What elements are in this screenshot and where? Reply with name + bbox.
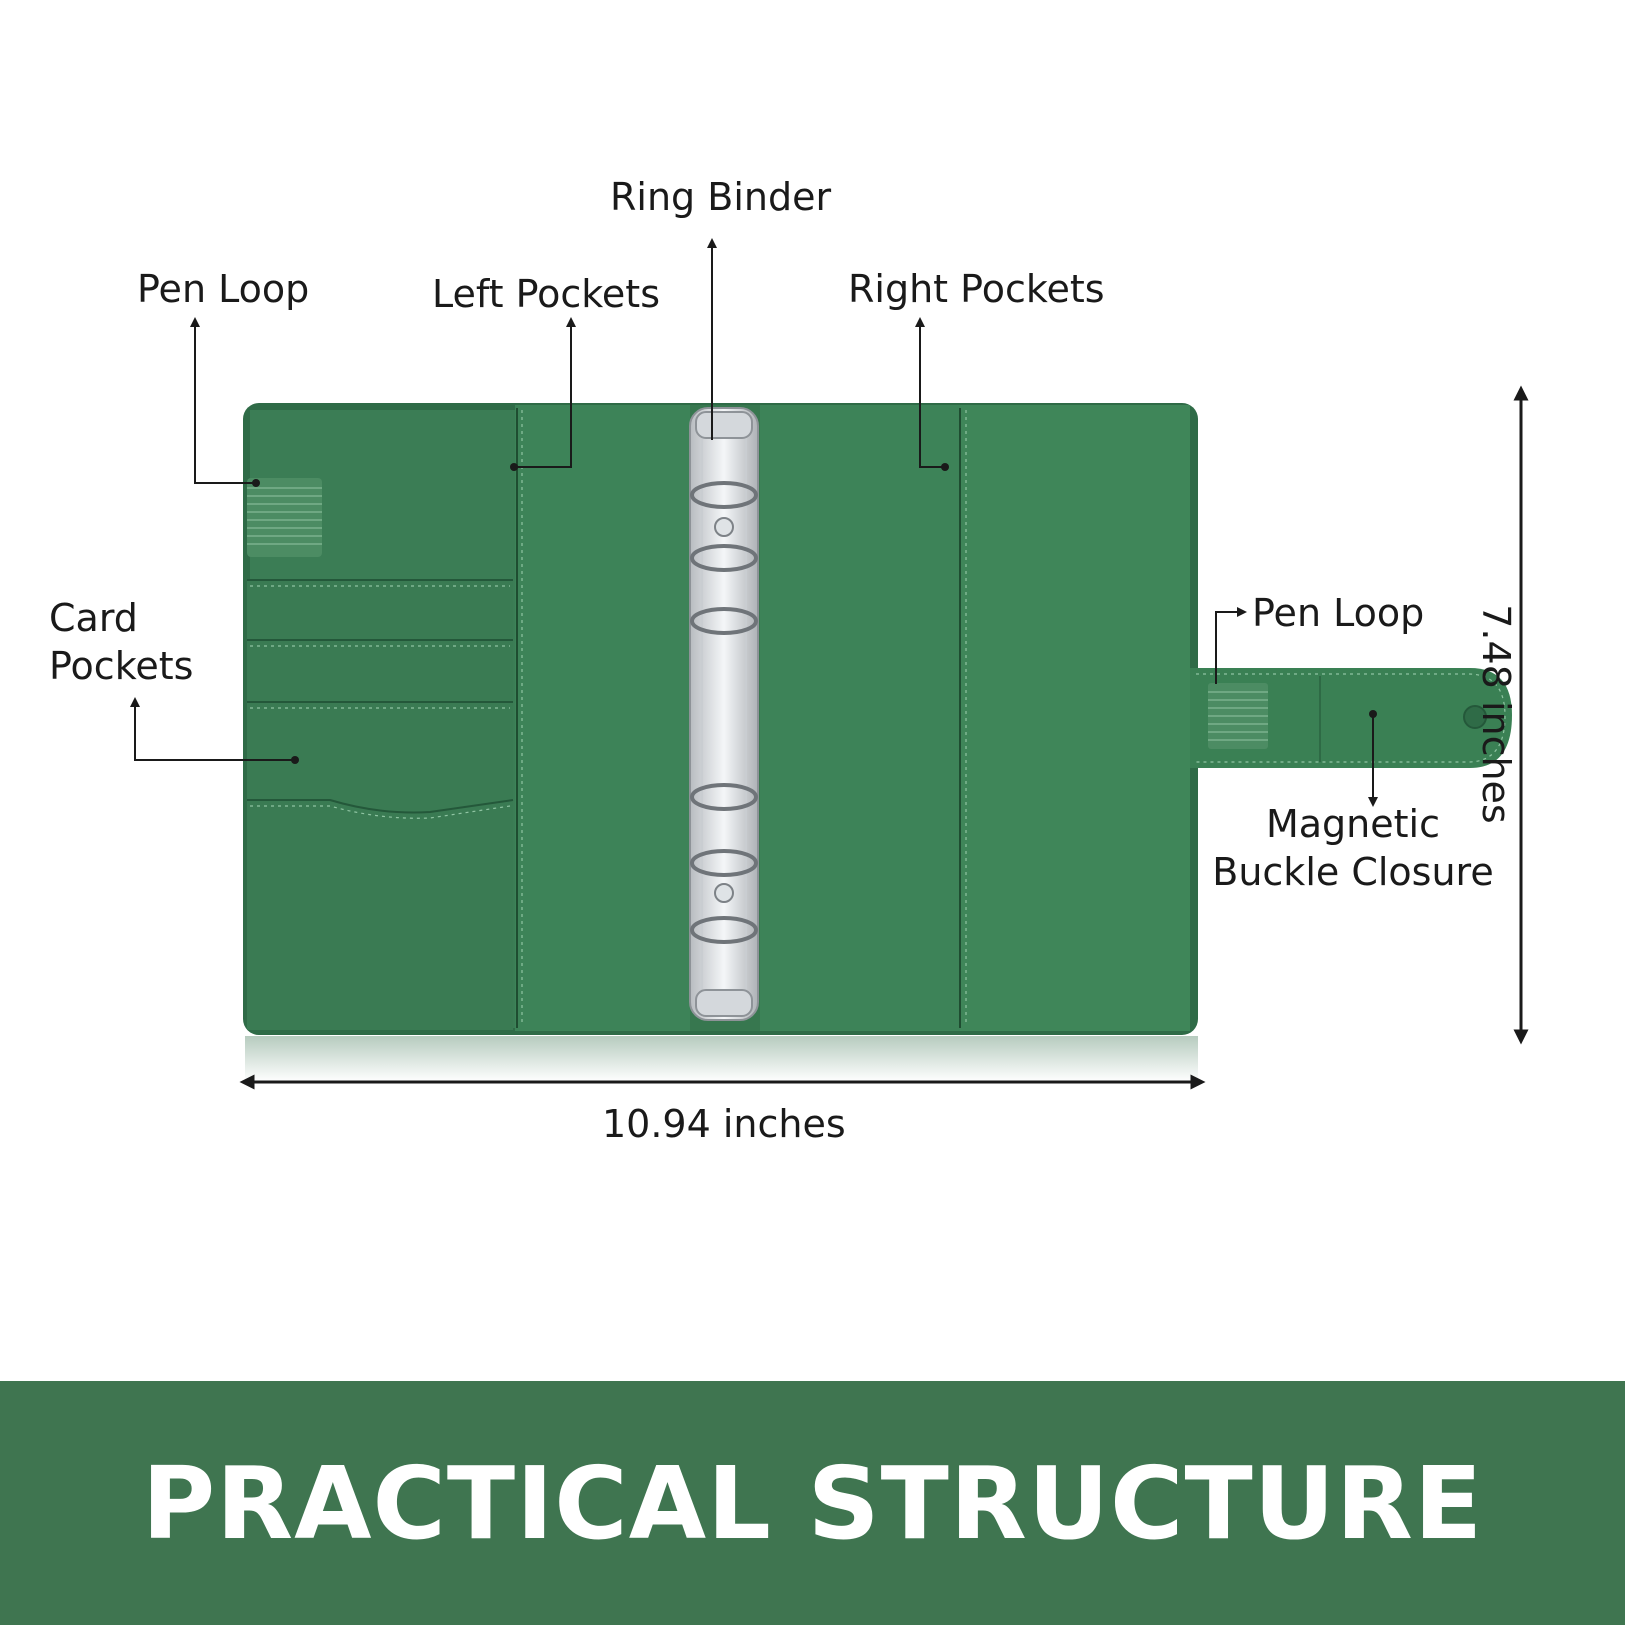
right-pocket xyxy=(960,405,1190,1031)
magnetic-strap xyxy=(1190,668,1512,768)
leader-right-pockets xyxy=(915,317,945,468)
label-card-pockets: Card Pockets xyxy=(49,596,194,688)
width-dimension-label: 10.94 inches xyxy=(602,1102,846,1146)
leader-card-pockets xyxy=(130,697,295,761)
height-dimension-label: 7.48 inches xyxy=(1474,604,1518,824)
card-pockets xyxy=(247,579,514,1030)
leader-pen-loop-right xyxy=(1215,607,1247,684)
right-pen-loop xyxy=(1208,683,1268,749)
label-ring-binder: Ring Binder xyxy=(610,175,832,219)
label-left-pockets: Left Pockets xyxy=(432,272,660,316)
label-right-pockets: Right Pockets xyxy=(848,267,1105,311)
leader-pen-loop-left xyxy=(190,317,256,484)
left-pen-loop xyxy=(247,478,322,557)
right-inner-panel xyxy=(760,405,960,1031)
binder-reflection xyxy=(245,1036,1198,1082)
bottom-banner: PRACTICAL STRUCTURE xyxy=(0,1381,1625,1625)
banner-title: PRACTICAL STRUCTURE xyxy=(141,1444,1484,1562)
label-pen-loop-left: Pen Loop xyxy=(137,267,310,311)
ring-mechanism xyxy=(689,407,759,1021)
label-pen-loop-right: Pen Loop xyxy=(1252,591,1425,635)
leader-lines xyxy=(130,238,1378,807)
leader-left-pockets xyxy=(514,317,576,468)
label-magnetic-closure: Magnetic Buckle Closure xyxy=(1212,802,1494,894)
leader-dots xyxy=(252,463,1377,764)
